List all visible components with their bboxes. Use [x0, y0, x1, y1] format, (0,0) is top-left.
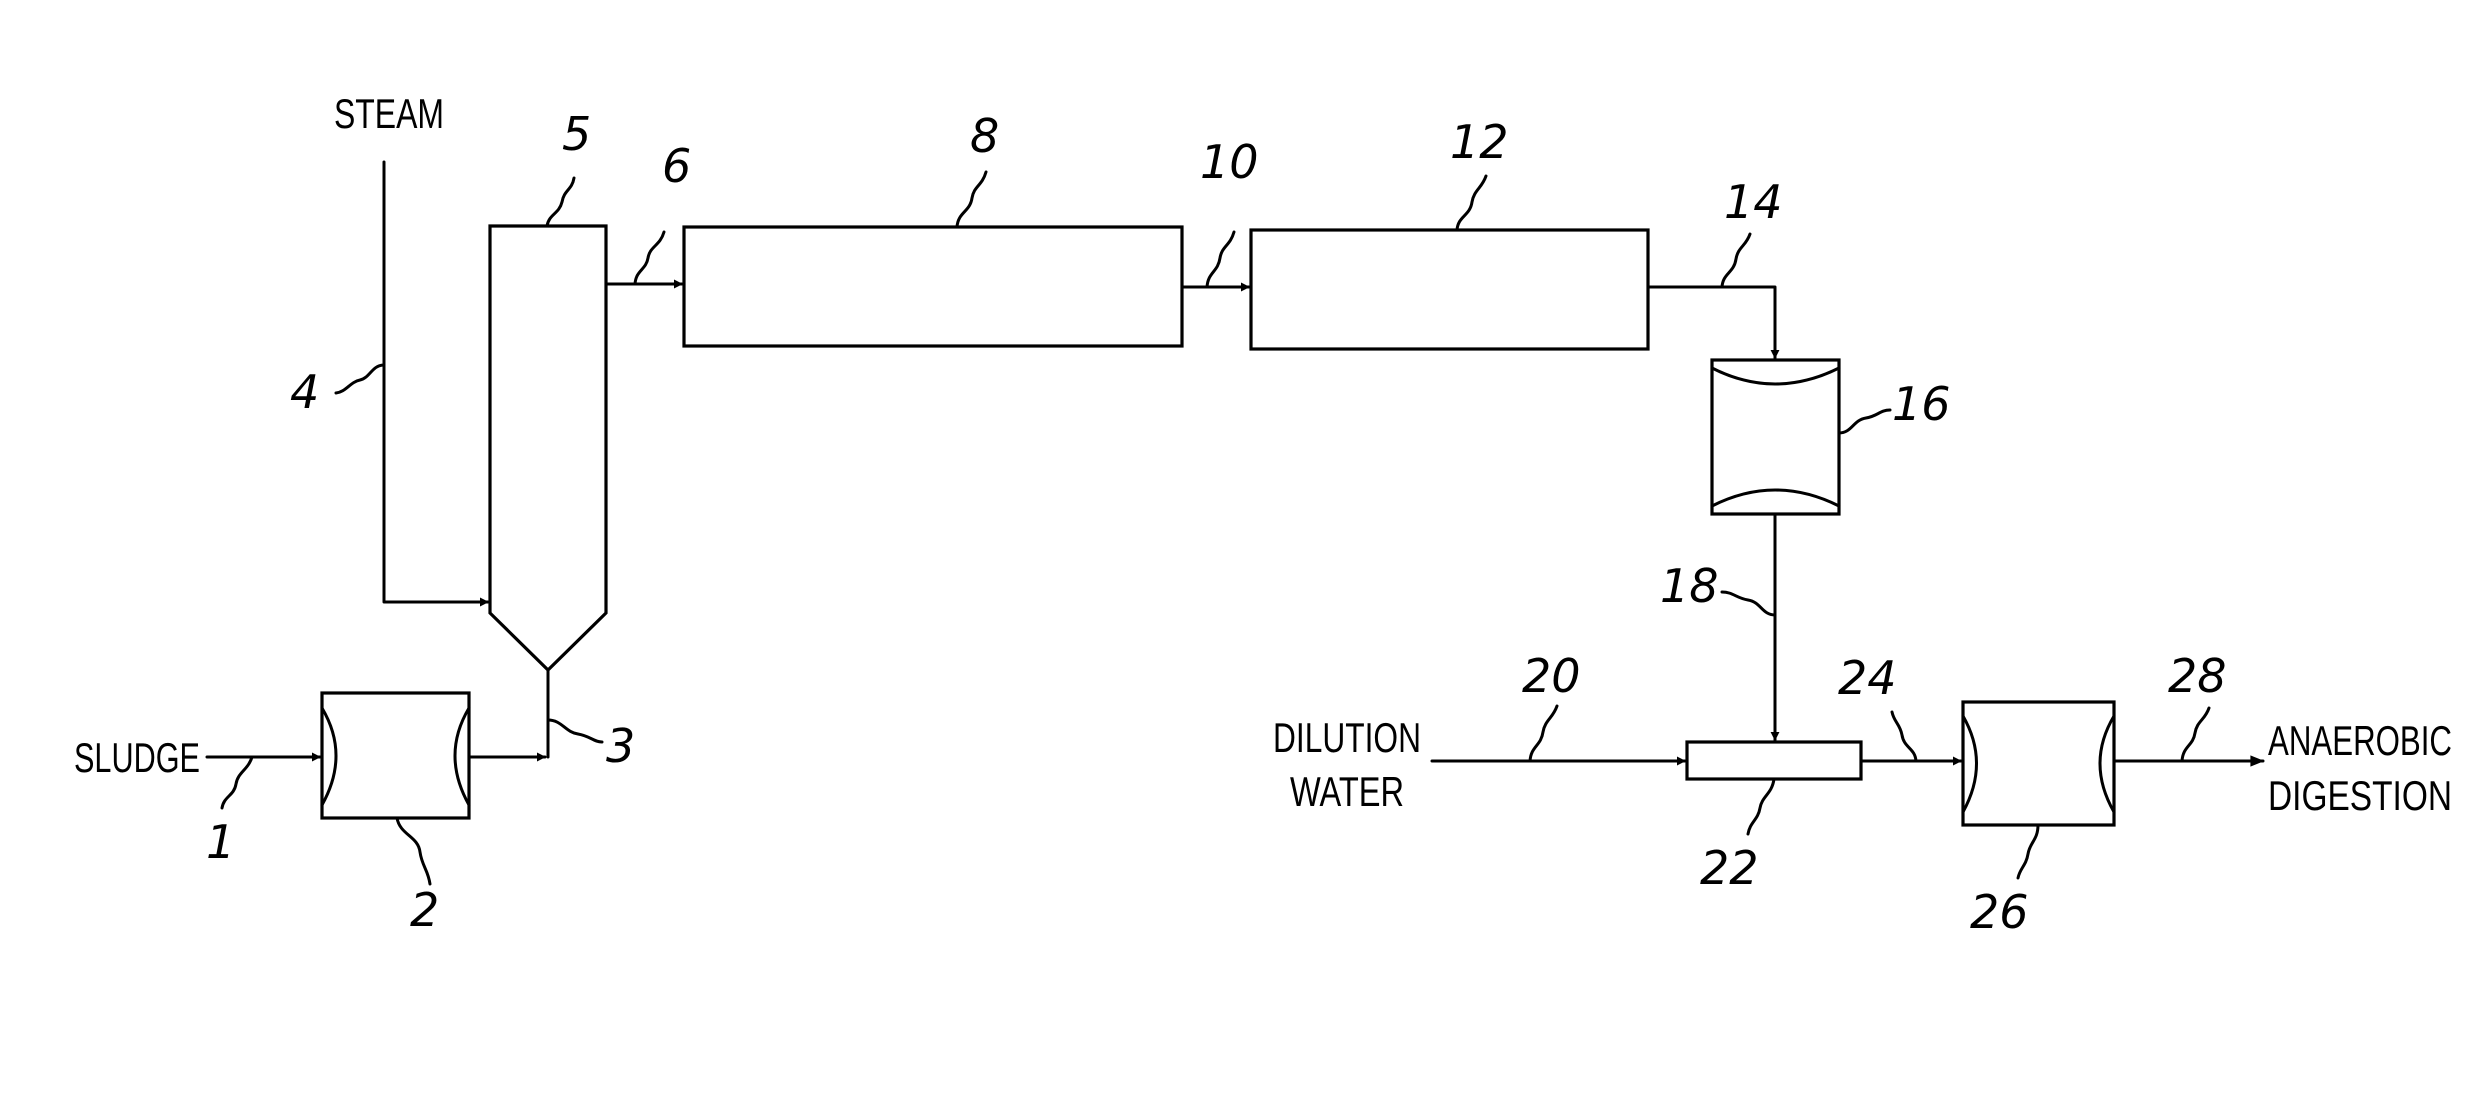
digestion-label: DIGESTION [2268, 772, 2452, 819]
pump-2 [322, 693, 469, 818]
ref-22: 22 [1700, 841, 1759, 895]
line-14 [1648, 287, 1775, 358]
dilution-label: DILUTION [1273, 714, 1421, 761]
steam-label: STEAM [334, 90, 444, 137]
ref-18: 18 [1660, 559, 1719, 613]
ref-28: 28 [2168, 649, 2227, 703]
anaerobic-label: ANAEROBIC [2268, 717, 2452, 764]
leader-4 [336, 365, 384, 393]
leader-28 [2182, 708, 2209, 761]
vessel-16 [1712, 360, 1839, 514]
ref-12: 12 [1450, 115, 1509, 169]
vessel-5 [490, 226, 606, 670]
leader-24 [1892, 712, 1916, 761]
ref-14: 14 [1724, 175, 1783, 229]
leader-18 [1722, 592, 1775, 615]
leader-8 [957, 172, 986, 227]
ref-10: 10 [1200, 135, 1259, 189]
leader-16 [1839, 410, 1890, 433]
reactor-12 [1251, 230, 1648, 349]
water-label: WATER [1290, 768, 1404, 815]
reactor-8 [684, 227, 1182, 346]
pump-26 [1963, 702, 2114, 825]
ref-5: 5 [562, 107, 591, 161]
leader-2 [397, 818, 430, 884]
leader-6 [635, 232, 664, 284]
leader-22 [1748, 779, 1774, 834]
leader-1 [222, 757, 252, 808]
ref-1: 1 [206, 815, 235, 869]
leader-14 [1722, 234, 1750, 287]
leader-3 [548, 720, 602, 742]
ref-16: 16 [1892, 377, 1951, 431]
leader-10 [1207, 232, 1234, 287]
leader-12 [1457, 176, 1486, 230]
sludge-label: SLUDGE [74, 734, 200, 781]
ref-20: 20 [1522, 649, 1581, 703]
ref-6: 6 [662, 139, 691, 193]
ref-26: 26 [1970, 885, 2029, 939]
ref-3: 3 [606, 719, 635, 773]
line-4 [384, 162, 488, 602]
leader-5 [547, 178, 574, 226]
ref-2: 2 [410, 883, 439, 937]
ref-4: 4 [290, 365, 319, 419]
ref-8: 8 [970, 109, 999, 163]
mixer-22 [1687, 742, 1861, 779]
ref-24: 24 [1838, 651, 1897, 705]
leader-26 [2018, 825, 2038, 878]
leader-20 [1530, 706, 1557, 761]
